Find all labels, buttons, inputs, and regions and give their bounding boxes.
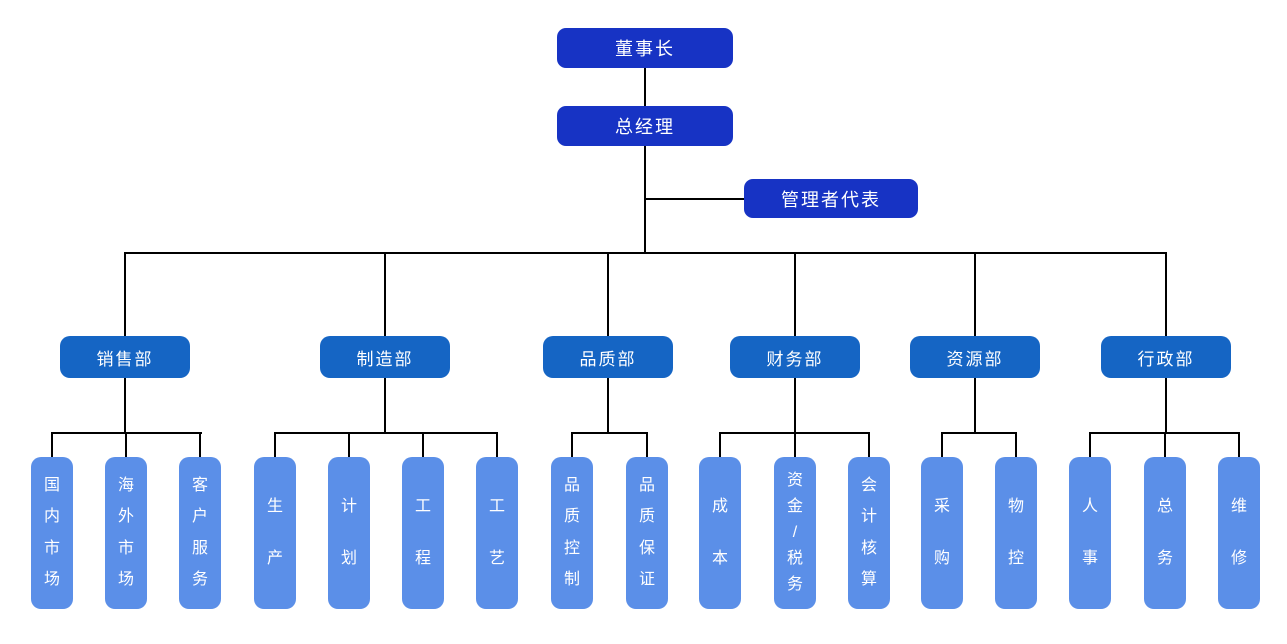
connector-drop-quality xyxy=(607,252,609,336)
connector-manufacturing-subbus xyxy=(384,378,386,434)
stub-unit xyxy=(51,432,53,458)
stub-unit xyxy=(348,432,350,458)
stub-unit xyxy=(125,432,127,458)
node-unit-quality-control: 品质控制 xyxy=(551,457,593,609)
node-management-representative: 管理者代表 xyxy=(744,179,918,218)
stub-unit xyxy=(571,432,573,458)
connector-admin-subbus xyxy=(1165,378,1167,434)
node-unit-overseas-market: 海外市场 xyxy=(105,457,147,609)
connector-drop-resources xyxy=(974,252,976,336)
node-unit-hr: 人事 xyxy=(1069,457,1111,609)
node-unit-planning: 计划 xyxy=(328,457,370,609)
stub-unit xyxy=(1164,432,1166,458)
node-department-resources: 资源部 xyxy=(910,336,1040,378)
stub-unit xyxy=(1089,432,1091,458)
connector-quality-subbus xyxy=(607,378,609,434)
node-department-manufacturing: 制造部 xyxy=(320,336,450,378)
connector-drop-finance xyxy=(794,252,796,336)
stub-unit xyxy=(199,432,201,458)
node-unit-engineering: 工程 xyxy=(402,457,444,609)
node-unit-quality-assurance: 品质保证 xyxy=(626,457,668,609)
stub-unit xyxy=(496,432,498,458)
node-unit-purchasing: 采购 xyxy=(921,457,963,609)
stub-unit xyxy=(794,432,796,458)
connector-drop-manufacturing xyxy=(384,252,386,336)
connector-sales-subbus xyxy=(124,378,126,434)
connector-finance-subbus xyxy=(794,378,796,434)
subbus-manufacturing xyxy=(274,432,498,434)
stub-unit xyxy=(274,432,276,458)
connector-drop-admin xyxy=(1165,252,1167,336)
stub-unit xyxy=(1238,432,1240,458)
node-unit-production: 生产 xyxy=(254,457,296,609)
node-department-finance: 财务部 xyxy=(730,336,860,378)
connector-management-representative xyxy=(645,198,744,200)
stub-unit xyxy=(422,432,424,458)
connector-resources-subbus xyxy=(974,378,976,434)
node-unit-accounting: 会计核算 xyxy=(848,457,890,609)
stub-unit xyxy=(868,432,870,458)
node-chairman: 董事长 xyxy=(557,28,733,68)
node-unit-domestic-market: 国内市场 xyxy=(31,457,73,609)
connector-chairman-gm xyxy=(644,68,646,106)
subbus-quality xyxy=(571,432,648,434)
node-unit-general-affairs: 总务 xyxy=(1144,457,1186,609)
stub-unit xyxy=(719,432,721,458)
node-unit-funds-tax: 资金/税务 xyxy=(774,457,816,609)
stub-unit xyxy=(941,432,943,458)
node-unit-process: 工艺 xyxy=(476,457,518,609)
node-department-admin: 行政部 xyxy=(1101,336,1231,378)
connector-drop-sales xyxy=(124,252,126,336)
subbus-sales xyxy=(52,432,202,434)
node-unit-material-control: 物控 xyxy=(995,457,1037,609)
node-unit-maintenance: 维修 xyxy=(1218,457,1260,609)
node-department-sales: 销售部 xyxy=(60,336,190,378)
subbus-resources xyxy=(941,432,1017,434)
stub-unit xyxy=(646,432,648,458)
stub-unit xyxy=(1015,432,1017,458)
connector-main-bus xyxy=(124,252,1167,254)
node-department-quality: 品质部 xyxy=(543,336,673,378)
node-general-manager: 总经理 xyxy=(557,106,733,146)
node-unit-customer-service: 客户服务 xyxy=(179,457,221,609)
node-unit-cost: 成本 xyxy=(699,457,741,609)
